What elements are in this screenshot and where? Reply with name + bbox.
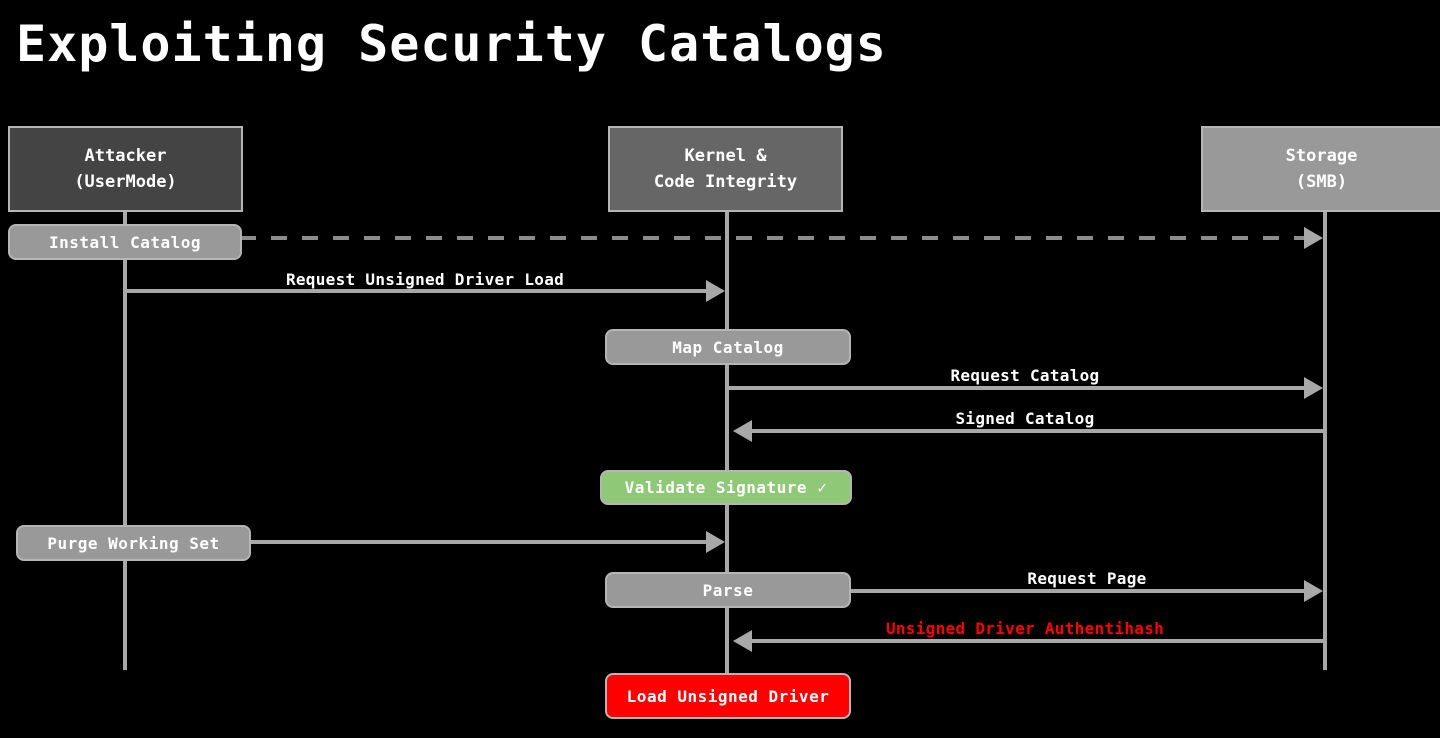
lifeline-attacker [123,212,127,670]
participant-kernel-line1: Kernel & [684,146,767,166]
message-label-request-page: Request Page [851,569,1323,588]
message-label-request-catalog: Request Catalog [727,366,1323,385]
message-line-unsigned-authentihash [752,639,1325,643]
participant-storage[interactable]: Storage (SMB) [1201,126,1440,212]
message-line-purge-working-set [249,540,716,544]
note-map-catalog-label: Map Catalog [672,337,784,357]
participant-storage-line1: Storage [1285,146,1358,166]
arrowhead-request-catalog [1304,377,1323,399]
note-parse-label: Parse [702,580,754,600]
message-label-request-page-text: Request Page [1027,569,1147,588]
message-line-request-unsigned-load [125,289,716,293]
participant-kernel-line2: Code Integrity [653,172,798,192]
note-map-catalog[interactable]: Map Catalog [605,329,851,365]
lifeline-kernel [725,212,729,674]
note-load-unsigned-driver[interactable]: Load Unsigned Driver [605,673,851,719]
participant-kernel[interactable]: Kernel & Code Integrity [608,126,843,212]
message-label-request-unsigned-load-text: Request Unsigned Driver Load [285,270,565,289]
message-label-request-catalog-text: Request Catalog [950,366,1100,385]
note-load-unsigned-driver-label: Load Unsigned Driver [626,686,830,706]
message-line-request-catalog [727,386,1315,390]
arrowhead-signed-catalog [733,420,752,442]
note-purge-working-set[interactable]: Purge Working Set [16,525,251,561]
message-label-unsigned-authentihash: Unsigned Driver Authentihash [727,619,1323,638]
note-validate-signature-label: Validate Signature ✓ [624,478,828,497]
lifeline-storage [1323,212,1327,670]
message-line-request-page [851,589,1315,593]
arrowhead-request-page [1304,580,1323,602]
note-install-catalog[interactable]: Install Catalog [8,224,242,260]
arrowhead-purge-working-set [706,531,725,553]
participant-attacker-line2: (UserMode) [74,172,177,192]
participant-storage-line2: (SMB) [1295,172,1348,192]
message-label-unsigned-authentihash-text: Unsigned Driver Authentihash [885,619,1165,638]
message-label-request-unsigned-load: Request Unsigned Driver Load [125,270,725,289]
message-line-install-catalog [240,236,1315,240]
page-title: Exploiting Security Catalogs [16,15,887,73]
note-parse[interactable]: Parse [605,572,851,608]
arrowhead-install-catalog [1304,227,1323,249]
note-purge-working-set-label: Purge Working Set [47,533,220,553]
arrowhead-unsigned-authentihash [733,630,752,652]
arrowhead-request-unsigned-load [706,280,725,302]
participant-attacker-line1: Attacker [84,146,167,166]
message-label-signed-catalog-text: Signed Catalog [955,409,1095,428]
participant-attacker[interactable]: Attacker (UserMode) [8,126,243,212]
message-label-signed-catalog: Signed Catalog [727,409,1323,428]
message-line-signed-catalog [752,429,1325,433]
note-install-catalog-label: Install Catalog [49,232,201,252]
note-validate-signature[interactable]: Validate Signature ✓ [600,470,852,505]
